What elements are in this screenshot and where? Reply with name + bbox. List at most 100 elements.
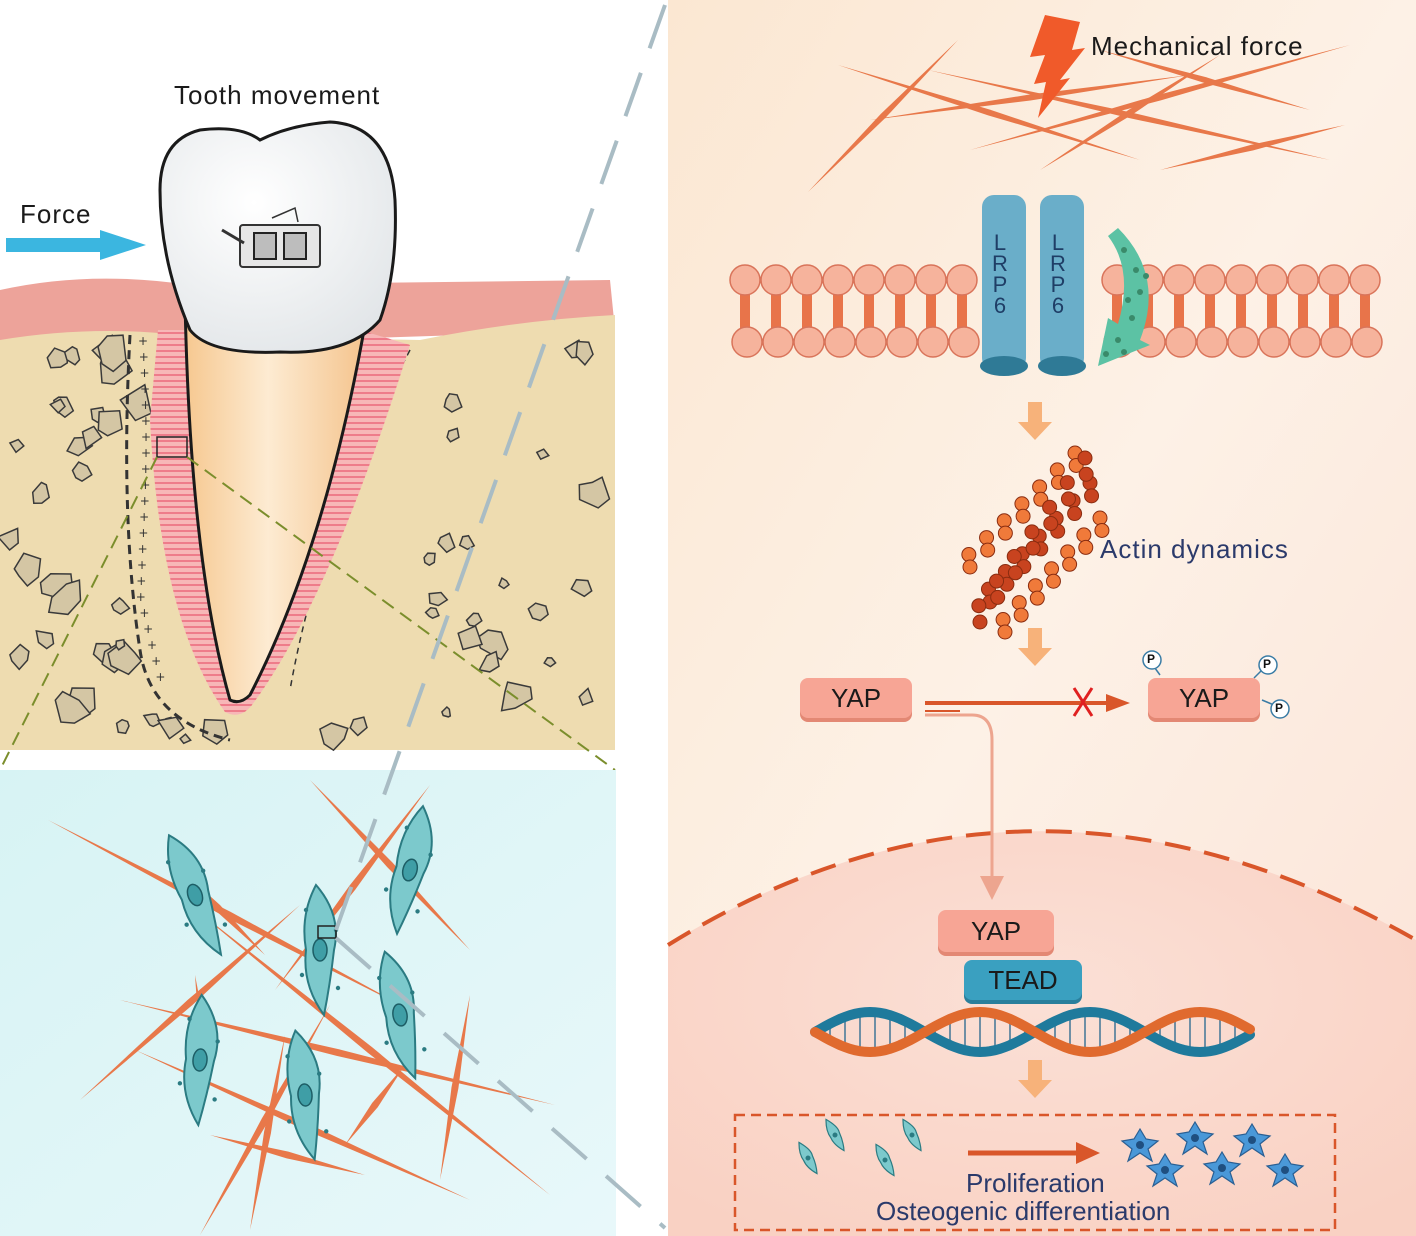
actin-monomer: [1014, 496, 1030, 512]
cell-nucleus: [392, 1003, 408, 1027]
zoom-line-right: [186, 456, 616, 771]
cell-vesicle: [316, 1071, 322, 1076]
stem-cell-nucleus: [805, 1155, 811, 1161]
stem-cell: [798, 1141, 818, 1175]
bone-pore: [115, 638, 126, 651]
actin-monomer: [972, 614, 988, 630]
bone-pore: [349, 716, 368, 737]
osteoblast: [1145, 1152, 1185, 1188]
bone-pore: [110, 596, 131, 615]
actin-monomer: [1042, 499, 1058, 515]
collagen-fiber: [190, 905, 550, 1195]
cell-vesicle: [324, 1129, 329, 1134]
lipid-head: [824, 326, 856, 358]
osteogenic-differentiation-label: Osteogenic differentiation: [876, 1196, 1171, 1226]
dna-double-helix: [810, 1006, 1255, 1058]
bone-pore: [47, 579, 82, 616]
tooth-movement-label: Tooth movement: [174, 80, 381, 110]
lipid-head: [791, 264, 823, 296]
pdl-cell: [165, 833, 228, 957]
pdl-cells: [165, 804, 433, 1162]
panel-connector-line-lower: [334, 936, 667, 1230]
osteoblast-nucleus: [1248, 1136, 1256, 1144]
plus-mark: +: [141, 430, 151, 444]
phosphorylation-arrow: [925, 694, 1130, 712]
lipid-tail: [926, 280, 936, 342]
actin-monomer: [1060, 544, 1076, 560]
plus-mark: +: [136, 574, 146, 588]
actin-monomer: [1094, 522, 1110, 538]
bone-pore: [0, 527, 19, 552]
plus-mark: +: [139, 510, 149, 524]
cell-vesicle: [384, 1040, 389, 1045]
lipid-tail: [957, 280, 967, 342]
cell-vesicle: [200, 868, 206, 873]
cell-vesicle: [415, 909, 420, 914]
plus-mark: +: [138, 334, 148, 348]
actin-monomer: [1024, 524, 1040, 540]
cell-vesicle: [383, 887, 389, 892]
orthodontic-bracket: [221, 206, 321, 268]
collagen-fiber: [1100, 50, 1310, 110]
bone-pore: [63, 345, 81, 366]
cell-magnifier-box: [317, 925, 337, 939]
bone-pore: [570, 578, 593, 598]
collagen-fiber: [250, 1035, 285, 1230]
lipid-head: [855, 326, 887, 358]
bone-pore: [457, 625, 483, 651]
plus-mark: +: [140, 478, 150, 492]
stem-cell: [875, 1143, 895, 1177]
lipid-head: [1225, 264, 1257, 296]
lipid-tail: [771, 280, 781, 342]
cell-vesicle: [285, 1054, 290, 1059]
cell-vesicle: [303, 907, 309, 913]
actin-monomer: [1062, 556, 1078, 572]
plus-mark: +: [147, 638, 157, 652]
pdl-cell: [177, 993, 220, 1128]
plus-mark: +: [151, 654, 161, 668]
bone-pore: [441, 705, 452, 718]
actin-dynamics-label: Actin dynamics: [1100, 534, 1289, 564]
actin-monomer: [997, 624, 1013, 640]
force-arrow: [6, 230, 146, 260]
dna-strand: [810, 1006, 1255, 1058]
actin-monomer: [1007, 565, 1023, 581]
lipid-head: [948, 326, 980, 358]
actin-monomer: [1078, 539, 1094, 555]
bone-pore: [142, 713, 162, 728]
plus-mark: +: [138, 542, 148, 556]
collagen-fiber: [808, 40, 958, 192]
lipid-head: [729, 264, 761, 296]
plus-mark: +: [141, 398, 151, 412]
bone-pore: [71, 461, 93, 482]
actin-monomer: [1092, 510, 1108, 526]
lipid-head: [1320, 326, 1352, 358]
plus-mark: +: [138, 526, 148, 540]
actin-monomer: [1045, 573, 1061, 589]
plus-mark: +: [139, 606, 149, 620]
cell-vesicle: [222, 922, 228, 927]
bone-pore: [35, 629, 55, 650]
yap-cytoplasm-box: YAP: [800, 678, 912, 718]
cell-vesicle: [404, 825, 410, 830]
lipid-tail: [802, 280, 812, 342]
phospho-label-3: P: [1275, 701, 1284, 715]
lipid-tail: [1360, 280, 1370, 342]
lipid-tail: [1143, 280, 1153, 342]
lipid-head: [884, 264, 916, 296]
bone-pore: [424, 607, 440, 620]
bone-pore: [500, 681, 533, 712]
actin-monomer: [997, 525, 1013, 541]
lipid-head: [731, 326, 763, 358]
actin-monomer: [1077, 450, 1093, 466]
cell-vesicle: [410, 990, 415, 995]
phospho-label-1: P: [1147, 652, 1156, 666]
bone-pore: [179, 733, 192, 745]
cell-vesicle: [335, 985, 341, 991]
lipid-tail: [1112, 280, 1122, 342]
stem-cell-nucleus: [832, 1132, 838, 1138]
osteoblast: [1175, 1120, 1215, 1156]
